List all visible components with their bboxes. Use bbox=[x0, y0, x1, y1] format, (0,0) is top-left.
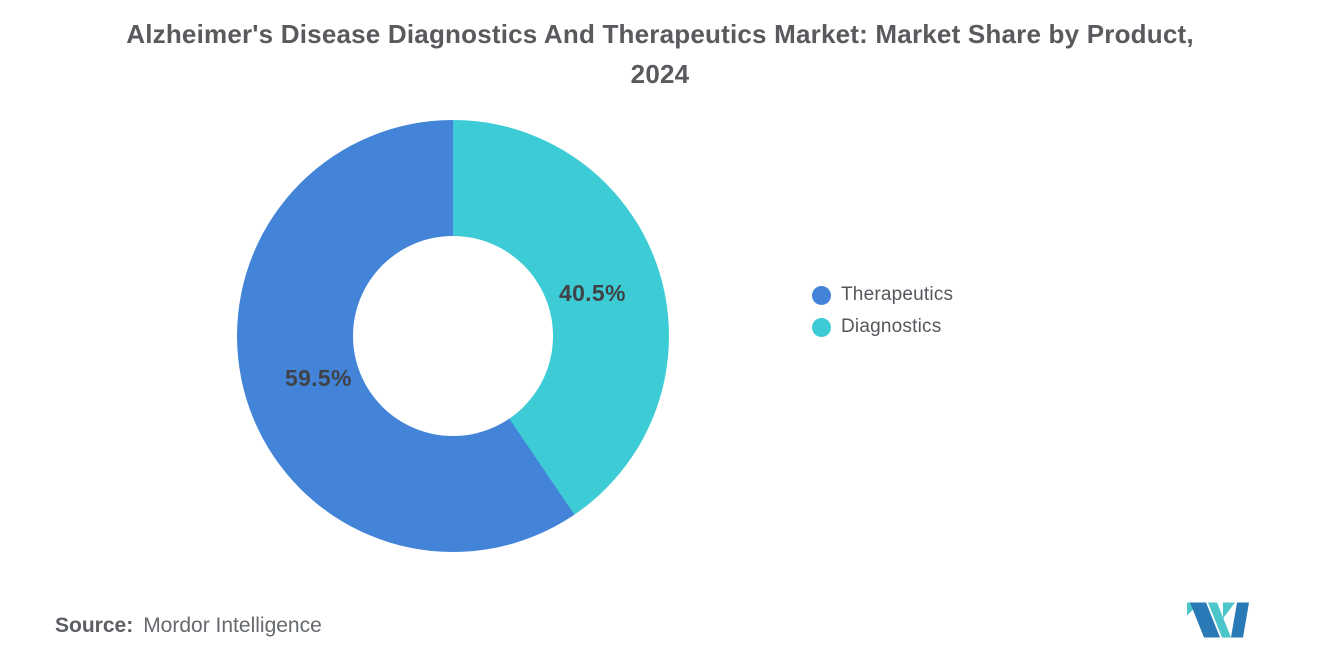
source-line: Source: Mordor Intelligence bbox=[55, 614, 322, 638]
legend-item-diagnostics[interactable]: Diagnostics bbox=[812, 316, 953, 338]
chart-legend: Therapeutics Diagnostics bbox=[812, 284, 953, 338]
legend-dot-therapeutics bbox=[812, 285, 831, 305]
chart-title: Alzheimer's Disease Diagnostics And Ther… bbox=[126, 19, 1194, 90]
donut-chart: 59.5% 40.5% bbox=[237, 120, 669, 552]
donut-hole bbox=[353, 236, 553, 436]
legend-dot-diagnostics bbox=[812, 317, 831, 337]
source-label: Source: bbox=[55, 614, 134, 637]
legend-label-therapeutics: Therapeutics bbox=[841, 284, 954, 305]
legend-item-therapeutics[interactable]: Therapeutics bbox=[812, 284, 953, 306]
slice-label-diagnostics: 40.5% bbox=[559, 280, 626, 306]
legend-label-diagnostics: Diagnostics bbox=[841, 316, 942, 337]
slice-label-therapeutics: 59.5% bbox=[285, 365, 352, 391]
mordor-intelligence-logo bbox=[1187, 602, 1249, 638]
source-value: Mordor Intelligence bbox=[143, 614, 322, 637]
